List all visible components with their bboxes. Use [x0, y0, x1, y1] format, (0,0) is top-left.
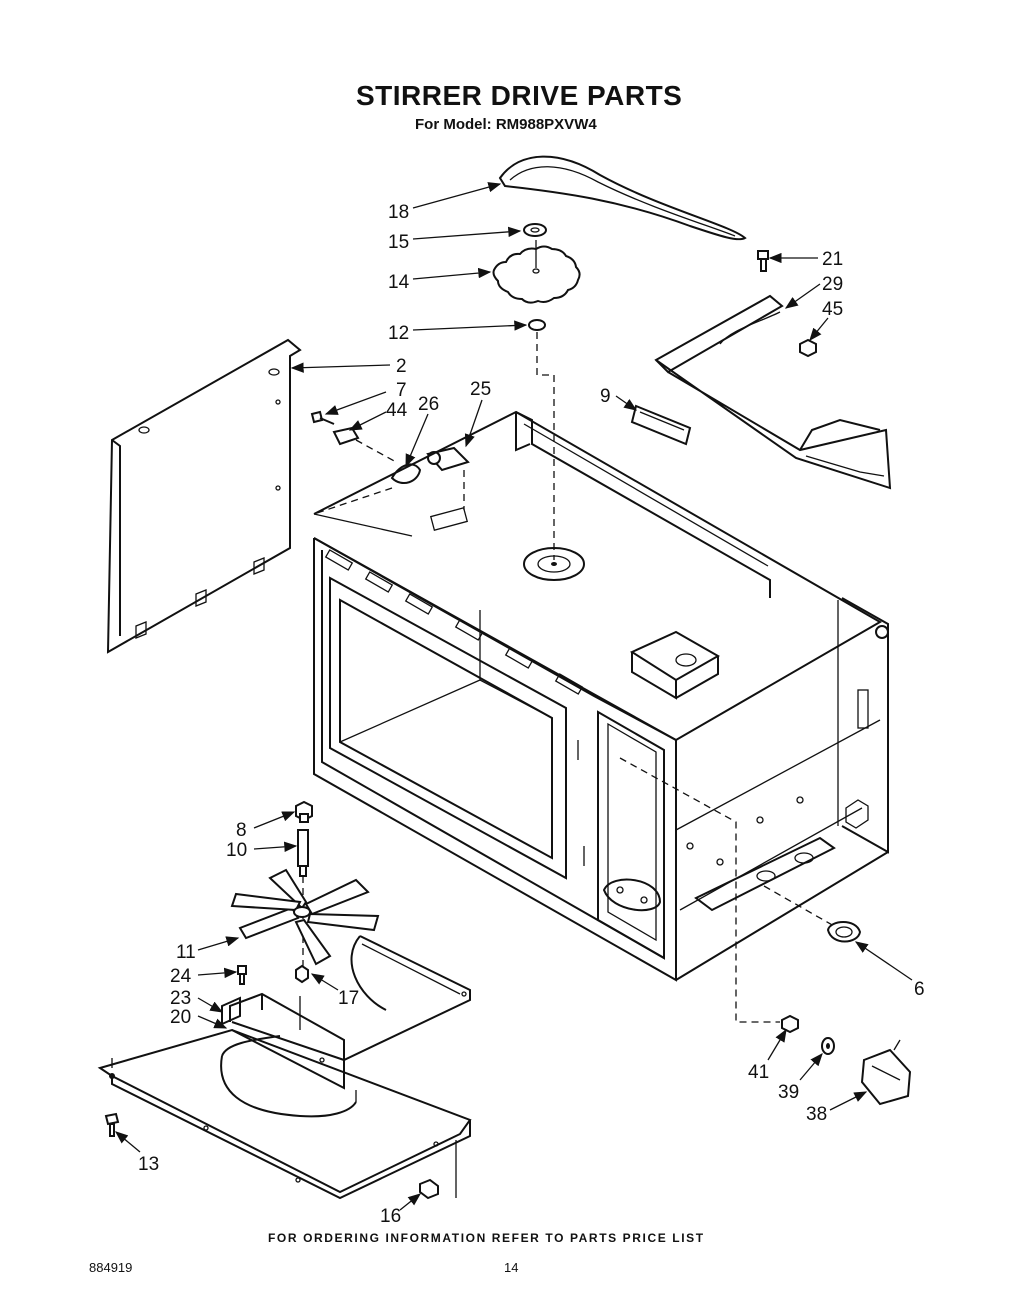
belt-part-18 [498, 155, 747, 241]
nut-part-41 [781, 1014, 799, 1034]
pulley-part-14 [492, 240, 581, 304]
callout-11: 11 [176, 942, 196, 963]
callout-14: 14 [388, 272, 410, 293]
grommet-part-16 [419, 1140, 457, 1200]
callout-13: 13 [138, 1154, 159, 1175]
callout-2: 2 [396, 356, 407, 377]
callout-38: 38 [806, 1104, 827, 1125]
callout-6: 6 [914, 979, 925, 1000]
callout-21: 21 [822, 249, 843, 270]
callout-8: 8 [236, 820, 247, 841]
callout-15: 15 [388, 232, 409, 253]
document-number: 884919 [89, 1260, 133, 1275]
lamp-part-26 [390, 463, 422, 485]
fan-blade-part-11 [230, 868, 380, 966]
nut-part-17 [295, 964, 309, 984]
screw-part-24 [237, 965, 247, 985]
callout-20: 20 [170, 1007, 191, 1028]
bottom-plate [97, 1028, 472, 1200]
callout-29: 29 [822, 274, 843, 295]
ordering-info-note: FOR ORDERING INFORMATION REFER TO PARTS … [268, 1231, 705, 1245]
washer-part-15 [523, 223, 547, 237]
callout-9: 9 [600, 386, 611, 407]
callout-7: 7 [396, 380, 407, 401]
leader-lines [115, 182, 913, 1211]
callout-45: 45 [822, 299, 843, 320]
socket-part-25 [426, 446, 470, 472]
callout-25: 25 [470, 379, 491, 400]
callout-24: 24 [170, 966, 192, 987]
callout-10: 10 [226, 840, 247, 861]
callout-17: 17 [338, 988, 359, 1009]
washer-part-12 [528, 319, 546, 331]
page-title: STIRRER DRIVE PARTS [356, 80, 683, 111]
nut-part-8 [295, 800, 313, 823]
shaft-part-10 [297, 829, 309, 877]
side-panel-part-2 [106, 338, 302, 654]
page-number: 14 [504, 1260, 519, 1275]
callout-39: 39 [778, 1082, 799, 1103]
screw-part-13 [104, 1112, 120, 1137]
bracket-part-29 [654, 294, 892, 490]
thermal-cutout-part-6 [826, 921, 862, 943]
screw-part-21 [757, 250, 769, 272]
bracket-part-23 [221, 996, 241, 1026]
screw-part-7 [310, 410, 335, 425]
spacer-part-9 [630, 404, 692, 446]
callout-18: 18 [388, 202, 409, 223]
stirrer-cover-part-20 [229, 935, 471, 1090]
callout-41: 41 [748, 1062, 769, 1083]
clip-part-44 [332, 426, 360, 446]
switch-part-38 [860, 1039, 912, 1106]
callout-44: 44 [386, 400, 408, 421]
callout-12: 12 [388, 323, 409, 344]
oven-cabinet [313, 410, 889, 982]
washer-part-39 [821, 1037, 835, 1055]
callout-23: 23 [170, 988, 191, 1009]
callout-labels: 18 15 14 12 2 7 44 26 25 21 29 45 9 8 10… [138, 202, 925, 1227]
nut-part-45 [799, 338, 817, 358]
callout-16: 16 [380, 1206, 401, 1227]
model-subtitle: For Model: RM988PXVW4 [415, 116, 597, 133]
callout-26: 26 [418, 394, 439, 415]
